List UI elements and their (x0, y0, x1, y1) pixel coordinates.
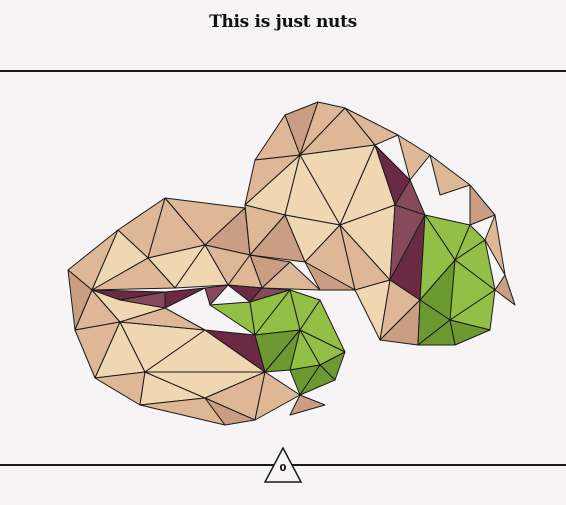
top-divider (0, 70, 566, 72)
triangle-icon (263, 446, 303, 483)
pistachio-artwork[interactable] (0, 72, 566, 464)
right-kernel (417, 214, 496, 346)
left-kernel (209, 289, 346, 396)
counter-value: 0 (279, 463, 287, 474)
counter-button[interactable]: 0 (262, 446, 304, 484)
right-shell (244, 101, 516, 346)
page-title: This is just nuts (209, 12, 357, 32)
left-shell (67, 197, 326, 426)
